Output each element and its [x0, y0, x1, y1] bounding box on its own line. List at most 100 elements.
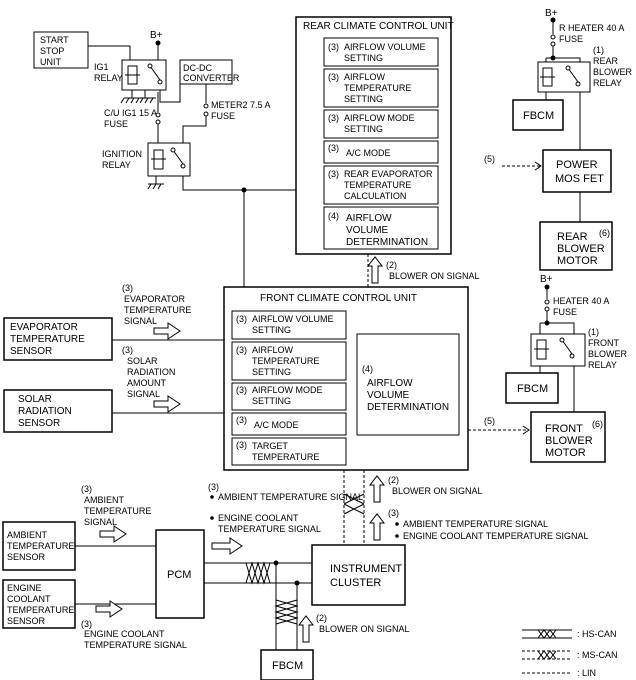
rear-item-2-line-3: SETTING — [344, 94, 383, 104]
cluster-signal-1: AMBIENT TEMPERATURE SIGNAL — [403, 519, 548, 529]
engine-coolant-temperature-sensor: ENGINE COOLANT TEMPERATURE SENSOR — [2, 579, 76, 629]
solar-radiation-sensor: SOLAR RADIATION SENSOR — [3, 389, 113, 433]
cluster-label-1: INSTRUMENT — [330, 563, 402, 575]
r-heater-fuse-label-2: FUSE — [559, 34, 583, 44]
front-item-1-line-1: AIRFLOW VOLUME — [252, 314, 334, 324]
dcdc-converter: DC-DC CONVERTER — [179, 59, 240, 85]
fbcm-front: FBCM — [505, 372, 559, 404]
cluster-step-3: (3) — [388, 508, 399, 518]
fbcm-rear-label: FBCM — [523, 110, 554, 122]
front-motor-label-2: BLOWER — [545, 435, 593, 447]
rear-item-2-num: (3) — [328, 72, 339, 82]
front-unit-title: FRONT CLIMATE CONTROL UNIT — [260, 293, 417, 304]
fbcm-bottom-label: FBCM — [272, 660, 303, 672]
front-item-4-line-1: A/C MODE — [254, 420, 299, 430]
cluster-label-2: CLUSTER — [330, 577, 381, 589]
legend-hs-can: : HS-CAN — [577, 629, 617, 639]
front-det-line-1: AIRFLOW — [367, 378, 413, 389]
front-motor-num: (6) — [592, 419, 603, 429]
pcm-step-3: (3) — [208, 482, 219, 492]
front-motor-label-3: MOTOR — [545, 447, 586, 459]
front-blower-relay — [530, 333, 586, 367]
start-stop-unit: START STOP UNIT — [33, 31, 89, 69]
ect-sensor-label-4: SENSOR — [7, 616, 46, 626]
power-mos-fet-label-1: POWER — [556, 159, 598, 171]
b-plus-rear: B+ — [545, 8, 558, 19]
cluster-signal-2: ENGINE COOLANT TEMPERATURE SIGNAL — [403, 531, 589, 541]
rear-item-2-line-1: AIRFLOW — [344, 72, 386, 82]
front-relay-label-3: RELAY — [588, 360, 617, 370]
rear-item-6-num: (4) — [328, 211, 339, 221]
front-item-5-line-2: TEMPERATURE — [252, 452, 319, 462]
ignition-relay-label-1: IGNITION — [102, 149, 142, 159]
instrument-cluster: INSTRUMENT CLUSTER — [311, 544, 406, 606]
r-heater-fuse-label-1: R HEATER 40 A — [559, 23, 624, 33]
rear-item-4-num: (3) — [328, 143, 339, 153]
front-step-2: (2) — [388, 475, 399, 485]
front-item-3-line-2: SETTING — [252, 396, 291, 406]
ignition-relay — [147, 142, 191, 177]
solar-signal-label-3: AMOUNT — [127, 378, 166, 388]
front-item-3-num: (3) — [236, 385, 247, 395]
power-mos-fet-label-2: MOS FET — [555, 173, 604, 185]
ect-sensor-label-3: TEMPERATURE — [7, 605, 74, 615]
rear-item-3-line-1: AIRFLOW MODE — [344, 113, 415, 123]
ambient-sensor-label-1: AMBIENT — [7, 530, 48, 540]
power-mos-fet: POWER MOS FET — [542, 149, 612, 193]
pcm-signal-2: ENGINE COOLANT — [218, 513, 299, 523]
rear-relay-num: (1) — [593, 45, 604, 55]
front-motor-label-1: FRONT — [545, 423, 583, 435]
heater-fuse-label-2: FUSE — [553, 307, 577, 317]
legend-lin: : LIN — [577, 668, 596, 678]
rear-item-6-line-1: AIRFLOW — [346, 213, 392, 224]
rear-step-2: (2) — [386, 260, 397, 270]
rear-item-6-line-3: DETERMINATION — [346, 237, 428, 248]
rear-item-1-line-2: SETTING — [344, 53, 383, 63]
front-item-1-num: (3) — [236, 314, 247, 324]
front-det-line-2: VOLUME — [367, 390, 410, 401]
evap-sensor-label-1: EVAPORATOR — [10, 322, 78, 333]
pcm-signal-3: TEMPERATURE SIGNAL — [218, 524, 321, 534]
solar-signal-label-1: SOLAR — [127, 356, 158, 366]
rear-motor-num: (6) — [599, 228, 610, 238]
pcm: PCM — [155, 529, 205, 619]
ambient-signal-label-3: SIGNAL — [84, 517, 117, 527]
front-climate-control-unit: FRONT CLIMATE CONTROL UNIT (3) AIRFLOW V… — [223, 286, 469, 471]
evap-signal-label-2: TEMPERATURE — [124, 305, 191, 315]
rear-item-5-line-2: TEMPERATURE — [344, 180, 411, 190]
legend-ms-can: : MS-CAN — [577, 650, 618, 660]
rear-relay-label-3: RELAY — [593, 78, 622, 88]
ect-signal-label-2: TEMPERATURE SIGNAL — [84, 640, 187, 650]
rear-motor-label-1: REAR — [557, 231, 588, 243]
b-plus-top-left: B+ — [150, 30, 163, 41]
start-stop-unit-line-1: START — [40, 35, 69, 45]
meter2-fuse-label-2: FUSE — [211, 111, 235, 121]
rear-relay-label-2: BLOWER — [593, 67, 633, 77]
rear-item-5-line-1: REAR EVAPORATOR — [344, 169, 433, 179]
front-relay-num: (1) — [588, 327, 599, 337]
front-det-num: (4) — [362, 364, 373, 374]
fbcm-front-label: FBCM — [517, 383, 548, 395]
front-blower-on-signal: BLOWER ON SIGNAL — [392, 486, 483, 496]
solar-sensor-label-2: RADIATION — [18, 406, 72, 417]
rear-item-1-num: (3) — [328, 42, 339, 52]
dcdc-label-1: DC-DC — [183, 63, 212, 73]
front-item-5-num: (3) — [236, 440, 247, 450]
rear-item-1-line-1: AIRFLOW VOLUME — [344, 42, 426, 52]
fbcm-blower-on-signal: BLOWER ON SIGNAL — [319, 624, 410, 634]
rear-item-4-line-1: A/C MODE — [346, 148, 391, 158]
evap-sensor-label-3: SENSOR — [10, 346, 52, 357]
start-stop-unit-line-3: UNIT — [40, 57, 61, 67]
start-stop-unit-line-2: STOP — [40, 46, 64, 56]
b-plus-front: B+ — [540, 274, 553, 285]
solar-signal-label-2: RADIATION — [127, 367, 175, 377]
front-item-5-line-1: TARGET — [252, 441, 288, 451]
ect-step-3: (3) — [81, 619, 92, 629]
front-item-3-line-1: AIRFLOW MODE — [252, 385, 323, 395]
solar-signal-label-4: SIGNAL — [127, 389, 160, 399]
rear-item-5-line-3: CALCULATION — [344, 191, 406, 201]
ambient-signal-label-1: AMBIENT — [84, 495, 125, 505]
evap-step-3: (3) — [122, 283, 133, 293]
front-det-line-3: DETERMINATION — [367, 402, 449, 413]
